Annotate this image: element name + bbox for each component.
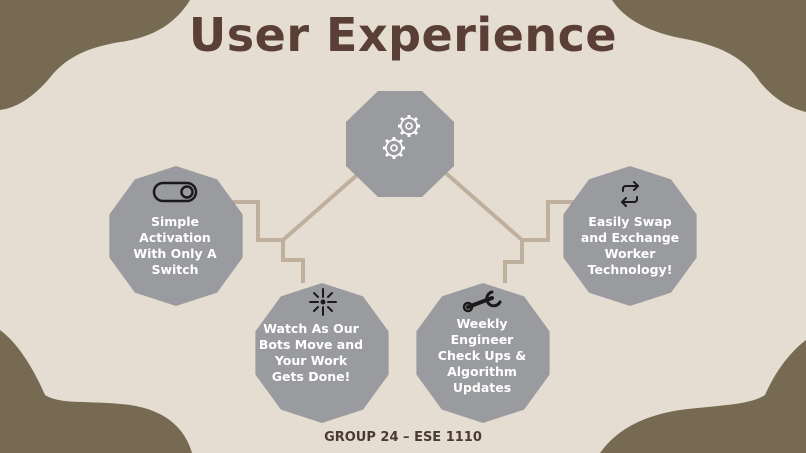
node-label-watch: Watch As Our Bots Move and Your Work Get… — [258, 321, 364, 384]
gears-icon — [383, 115, 420, 159]
connector-right-card — [522, 200, 576, 242]
hub-node — [346, 91, 454, 197]
connector-hub-right — [438, 166, 524, 283]
connector-lines — [230, 166, 576, 283]
node-label-checkups: Weekly Engineer Check Ups & Algorithm Up… — [437, 316, 527, 395]
node-watch — [255, 283, 389, 423]
node-swap — [563, 166, 697, 306]
connector-hub-left — [281, 166, 367, 283]
sparkle-burst-icon — [309, 288, 337, 316]
swap-arrows-icon — [621, 181, 639, 207]
node-label-swap: Easily Swap and Exchange Worker Technolo… — [580, 214, 680, 277]
corner-blob-bottom-left — [0, 330, 192, 453]
corner-blob-top-right — [612, 0, 806, 112]
wrench-icon — [462, 290, 502, 313]
page-title: User Experience — [188, 8, 618, 62]
node-checkups — [416, 283, 550, 423]
toggle-switch-icon — [152, 181, 198, 203]
corner-blob-bottom-right — [600, 340, 806, 453]
node-activation — [109, 166, 243, 306]
node-label-activation: Simple Activation With Only A Switch — [133, 214, 217, 277]
connector-left-card — [230, 200, 283, 242]
footer-credit: GROUP 24 – ESE 1110 — [324, 430, 482, 445]
corner-blob-top-left — [0, 0, 190, 110]
